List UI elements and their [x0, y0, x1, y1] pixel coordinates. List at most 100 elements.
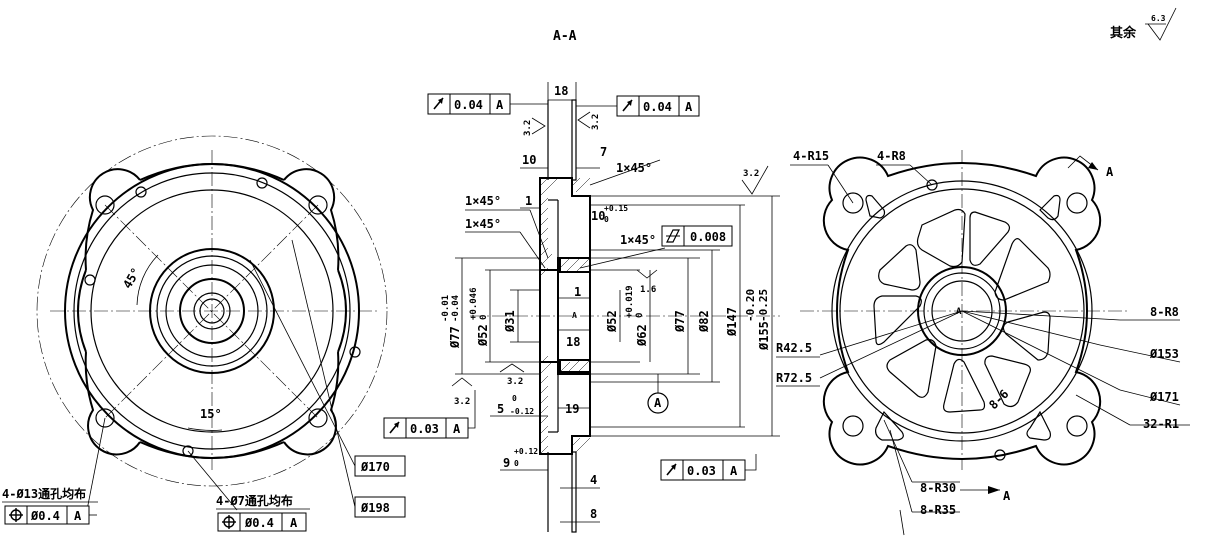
- dia-77-tol-label: Ø77: [448, 326, 462, 349]
- runout-arrow-icon: [666, 463, 677, 476]
- r30-label: 8-R30: [920, 481, 956, 495]
- dia-31-label: Ø31: [503, 310, 517, 333]
- rest-roughness-label: 其余: [1110, 25, 1137, 41]
- dim-8: 8: [590, 507, 597, 521]
- runout-arrow-icon: [389, 421, 400, 434]
- roughness-symbol-icon: [1147, 7, 1177, 41]
- dia-77-label: Ø77: [673, 310, 687, 333]
- dim-9-upper: +0.12: [514, 447, 538, 456]
- roughness-symbol-icon: 3.2: [577, 111, 601, 130]
- dim-19: 19: [565, 402, 579, 416]
- r72-label: R72.5: [776, 371, 812, 385]
- dia-52-lower: 0: [479, 315, 489, 320]
- angle-15-label: 15°: [200, 407, 222, 421]
- runout-top-right-value: 0.04: [643, 100, 672, 114]
- dia-155-lower: -0.25: [757, 289, 770, 322]
- right-center-label: A: [956, 307, 962, 317]
- flatness-symbol-icon: [666, 229, 680, 243]
- dim-10-tol-upper: +0.15: [604, 204, 628, 213]
- section-profile: [539, 99, 591, 533]
- count-8-6-label: 8-6: [986, 387, 1011, 412]
- rough-32-b: 3.2: [591, 114, 601, 130]
- holes-13-datum: A: [74, 509, 82, 523]
- chamfer-3-label: 1×45°: [465, 217, 501, 231]
- section-title: A-A: [553, 29, 577, 44]
- runout-bottom-right-value: 0.03: [687, 464, 716, 478]
- dim-10-tol-lower: 0: [604, 215, 609, 224]
- runout-top-left-value: 0.04: [454, 98, 483, 112]
- dim-18-top: 18: [554, 84, 568, 98]
- dim-18-mid: 18: [566, 335, 580, 349]
- center-datum-label: A: [572, 311, 577, 320]
- dia-52-label: Ø52: [605, 310, 619, 333]
- dia-62-tol-label: Ø62: [635, 324, 649, 347]
- holes-13-note: 4-Ø13通孔均布: [2, 486, 86, 501]
- r15-label: 4-R15: [793, 149, 829, 163]
- chamfer-4-label: 1×45°: [620, 233, 656, 247]
- dia-62-lower: 0: [635, 313, 645, 318]
- dim-7: 7: [600, 145, 607, 159]
- rough-32-a: 3.2: [523, 120, 533, 136]
- rib-windows: [865, 194, 1061, 441]
- dia-77-upper: -0.01: [441, 295, 451, 322]
- dia-62-upper: +0.019: [625, 285, 635, 318]
- rough-32-c: 3.2: [743, 169, 759, 179]
- dia-171-label: Ø171: [1149, 390, 1179, 404]
- roughness-symbol-icon: 3.2: [499, 363, 525, 387]
- roughness-symbol-icon: 3.2: [451, 377, 473, 407]
- dia-153-label: Ø153: [1149, 347, 1179, 361]
- dia-170-callout: [354, 455, 406, 477]
- dim-5-upper: 0: [512, 394, 517, 403]
- roughness-symbol-icon: 3.2: [741, 165, 769, 195]
- dia-198-callout: [354, 496, 406, 518]
- r8-8-label: 8-R8: [1150, 305, 1179, 319]
- holes-7-tol: Ø0.4: [244, 516, 274, 530]
- chamfer-1-label: 1×45°: [616, 161, 652, 175]
- runout-bottom-left-datum: A: [453, 422, 461, 436]
- dim-1-top: 1: [525, 194, 532, 208]
- chamfer-2-label: 1×45°: [465, 194, 501, 208]
- dim-4: 4: [590, 473, 597, 487]
- runout-arrow-icon: [622, 99, 633, 112]
- dia-82-label: Ø82: [697, 310, 711, 333]
- runout-top-left-datum: A: [496, 98, 504, 112]
- rough-32-e: 3.2: [454, 397, 470, 407]
- dia-155-upper: -0.20: [744, 289, 757, 322]
- dia-198-label: Ø198: [360, 501, 390, 515]
- rough-16: 1.6: [640, 285, 656, 295]
- left-view: 45° 15° Ø170 Ø198 4-Ø13通孔均布 Ø0.4 A 4-Ø7通…: [2, 135, 406, 532]
- dim-1-mid: 1: [574, 285, 581, 299]
- position-symbol-icon: [9, 508, 23, 522]
- holes-13-tol: Ø0.4: [30, 509, 60, 523]
- dim-9: 9: [503, 456, 510, 470]
- dia-170-label: Ø170: [360, 460, 390, 474]
- right-flange-outline: [822, 156, 1102, 466]
- dim-10: 10: [522, 153, 536, 167]
- runout-bottom-right-datum: A: [730, 464, 738, 478]
- roughness-symbol-icon: 1.6: [636, 269, 658, 295]
- dim-5-lower: -0.12: [510, 407, 534, 416]
- dia-52-upper: +0.046: [469, 287, 479, 320]
- dia-147-label: Ø147: [725, 307, 739, 337]
- section-arrow-a-bottom: A: [1003, 489, 1011, 503]
- right-view: 4-R15 4-R8 A A 8-R8 Ø153 Ø171 32-R1 R42.…: [776, 149, 1190, 536]
- flatness-value: 0.008: [690, 230, 726, 244]
- runout-top-right-datum: A: [685, 100, 693, 114]
- rest-roughness: 其余 6.3: [1110, 7, 1177, 41]
- holes-7-position-frame: [217, 512, 307, 532]
- roughness-symbol-icon: 3.2: [523, 117, 546, 136]
- r1-32-label: 32-R1: [1143, 417, 1179, 431]
- section-view: Ø77 -0.01 -0.04 Ø52 +0.046 0 Ø31 Ø52 Ø62…: [383, 82, 780, 533]
- runout-bottom-left-value: 0.03: [410, 422, 439, 436]
- rest-roughness-value: 6.3: [1151, 14, 1166, 23]
- dim-10-tol: 10: [591, 209, 605, 223]
- r42-label: R42.5: [776, 341, 812, 355]
- rough-32-d: 3.2: [507, 377, 523, 387]
- holes-7-datum: A: [290, 516, 298, 530]
- holes-7-note: 4-Ø7通孔均布: [216, 493, 293, 508]
- runout-frame-top-right: 0.04 A: [576, 95, 700, 117]
- dim-5: 5: [497, 402, 504, 416]
- r8-label: 4-R8: [877, 149, 906, 163]
- left-flange-outline: [84, 168, 340, 456]
